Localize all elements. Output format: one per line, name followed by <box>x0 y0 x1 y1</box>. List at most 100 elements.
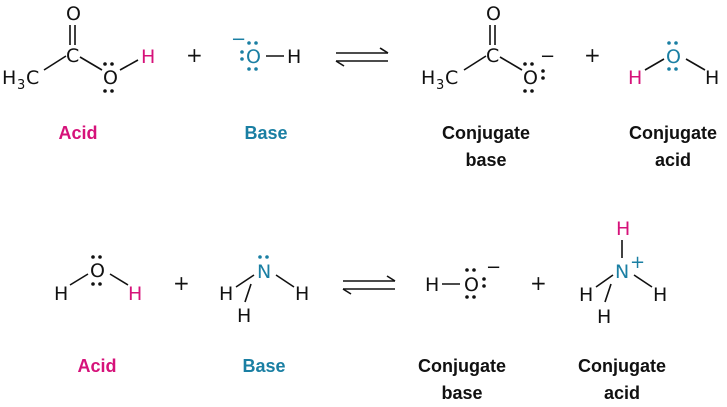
lone-pair-dot <box>98 255 102 259</box>
bond-n-h <box>633 274 653 288</box>
atom-h-acidic: H <box>128 283 142 305</box>
arrow-reverse-head <box>342 288 352 295</box>
plus-sign: + <box>584 43 601 67</box>
atom-h: H <box>579 284 593 306</box>
lone-pair-dot <box>247 41 251 45</box>
atom-o: O <box>666 46 681 68</box>
bond-o-h <box>109 273 129 286</box>
lone-pair-dot <box>110 89 114 93</box>
bond-o-h <box>685 58 706 71</box>
bond-c-ch3 <box>463 55 487 71</box>
atom-o: O <box>90 260 105 282</box>
lone-pair-dot <box>103 62 107 66</box>
bond-o-h <box>119 59 139 71</box>
hydroxide-ion: − O H <box>231 29 301 71</box>
plus-sign: + <box>173 271 190 295</box>
lone-pair-dot <box>254 41 258 45</box>
lone-pair-dot <box>265 255 269 259</box>
lone-pair-dot <box>240 50 244 54</box>
label-conjugate-acid-line1: Conjugate <box>578 356 666 376</box>
lone-pair-dot <box>674 67 678 71</box>
atom-h-new: H <box>616 218 630 240</box>
lone-pair-dot <box>98 282 102 286</box>
lone-pair-dot <box>254 67 258 71</box>
lone-pair-dot <box>530 89 534 93</box>
label-conjugate-base-line1: Conjugate <box>442 123 530 143</box>
ammonium-ion: H N + H H H <box>579 218 667 328</box>
acetic-acid: O C H 3 C O H <box>2 3 155 93</box>
atom-h-new: H <box>628 67 642 89</box>
equilibrium-arrows <box>342 275 396 295</box>
lone-pair-dot <box>530 62 534 66</box>
label-conjugate-base-line2: base <box>465 150 506 170</box>
atom-h: H <box>653 284 667 306</box>
lone-pair-dot <box>674 41 678 45</box>
lone-pair-dot <box>523 62 527 66</box>
bond-c-ch3 <box>43 55 67 71</box>
atom-o-carbonyl: O <box>486 3 501 25</box>
atom-n: N <box>615 261 629 283</box>
atom-h: H <box>295 283 309 305</box>
lone-pair-dot <box>258 255 262 259</box>
label-base: Base <box>244 123 287 143</box>
label-base: Base <box>242 356 285 376</box>
atom-o-carbonyl: O <box>66 3 81 25</box>
lone-pair-dot <box>482 284 486 288</box>
bond-n-h <box>604 283 612 303</box>
bond-h-o <box>644 58 665 71</box>
label-conjugate-acid-line2: acid <box>655 150 691 170</box>
bond-n-h <box>244 283 252 303</box>
bond-c-o <box>79 56 103 71</box>
lone-pair-dot <box>523 89 527 93</box>
water-molecule: O H H <box>628 41 719 89</box>
arrow-reverse-head <box>335 60 345 67</box>
atom-h3c-h: H <box>2 67 16 89</box>
bond-n-h <box>595 274 614 288</box>
water-molecule: O H H <box>54 255 142 305</box>
positive-charge: + <box>630 252 645 273</box>
lone-pair-dot <box>541 69 545 73</box>
lone-pair-dot <box>465 295 469 299</box>
negative-charge: − <box>231 29 246 50</box>
equilibrium-arrows <box>335 47 389 67</box>
atom-h: H <box>597 306 611 328</box>
atom-h: H <box>287 46 301 68</box>
acetate-ion: O C H 3 C O − <box>421 3 555 93</box>
atom-h: H <box>219 283 233 305</box>
label-acid: Acid <box>58 123 97 143</box>
lone-pair-dot <box>482 277 486 281</box>
atom-o: O <box>464 274 479 296</box>
plus-sign: + <box>186 43 203 67</box>
lone-pair-dot <box>667 41 671 45</box>
bond-h-o <box>69 273 89 286</box>
negative-charge: − <box>540 46 555 67</box>
atom-o-anion: O <box>523 67 538 89</box>
label-conjugate-acid-line1: Conjugate <box>629 123 717 143</box>
lone-pair-dot <box>472 295 476 299</box>
lone-pair-dot <box>247 67 251 71</box>
lone-pair-dot <box>541 76 545 80</box>
arrow-forward-head <box>386 275 396 282</box>
lone-pair-dot <box>667 67 671 71</box>
lone-pair-dot <box>472 268 476 272</box>
lone-pair-dot <box>110 62 114 66</box>
lone-pair-dot <box>91 282 95 286</box>
lone-pair-dot <box>103 89 107 93</box>
atom-n: N <box>257 261 271 283</box>
bond-n-h <box>235 274 255 288</box>
atom-c: C <box>66 45 79 67</box>
atom-h3c-c: C <box>26 67 39 89</box>
atom-o-hydroxyl: O <box>103 67 118 89</box>
arrow-forward-head <box>379 47 389 54</box>
atom-o: O <box>246 46 261 68</box>
atom-h3c-sub: 3 <box>17 78 25 93</box>
atom-h: H <box>425 274 439 296</box>
bond-c-o <box>499 56 523 71</box>
atom-h: H <box>237 305 251 327</box>
atom-h3c-h: H <box>421 67 435 89</box>
label-conjugate-acid-line2: acid <box>604 383 640 403</box>
plus-sign: + <box>530 271 547 295</box>
atom-h3c-sub: 3 <box>436 78 444 93</box>
lone-pair-dot <box>465 268 469 272</box>
